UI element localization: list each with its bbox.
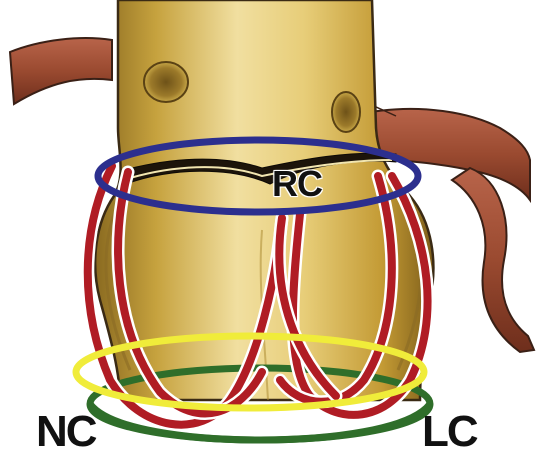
label-non-coronary-cusp: NC <box>36 410 96 454</box>
left-vessel-branch <box>10 38 112 104</box>
right-vessel-descending <box>452 168 534 352</box>
left-coronary-ostium <box>144 62 188 102</box>
label-left-coronary-cusp: LC <box>422 410 477 454</box>
right-coronary-ostium <box>332 92 360 132</box>
label-right-coronary-cusp: RC <box>272 166 322 202</box>
